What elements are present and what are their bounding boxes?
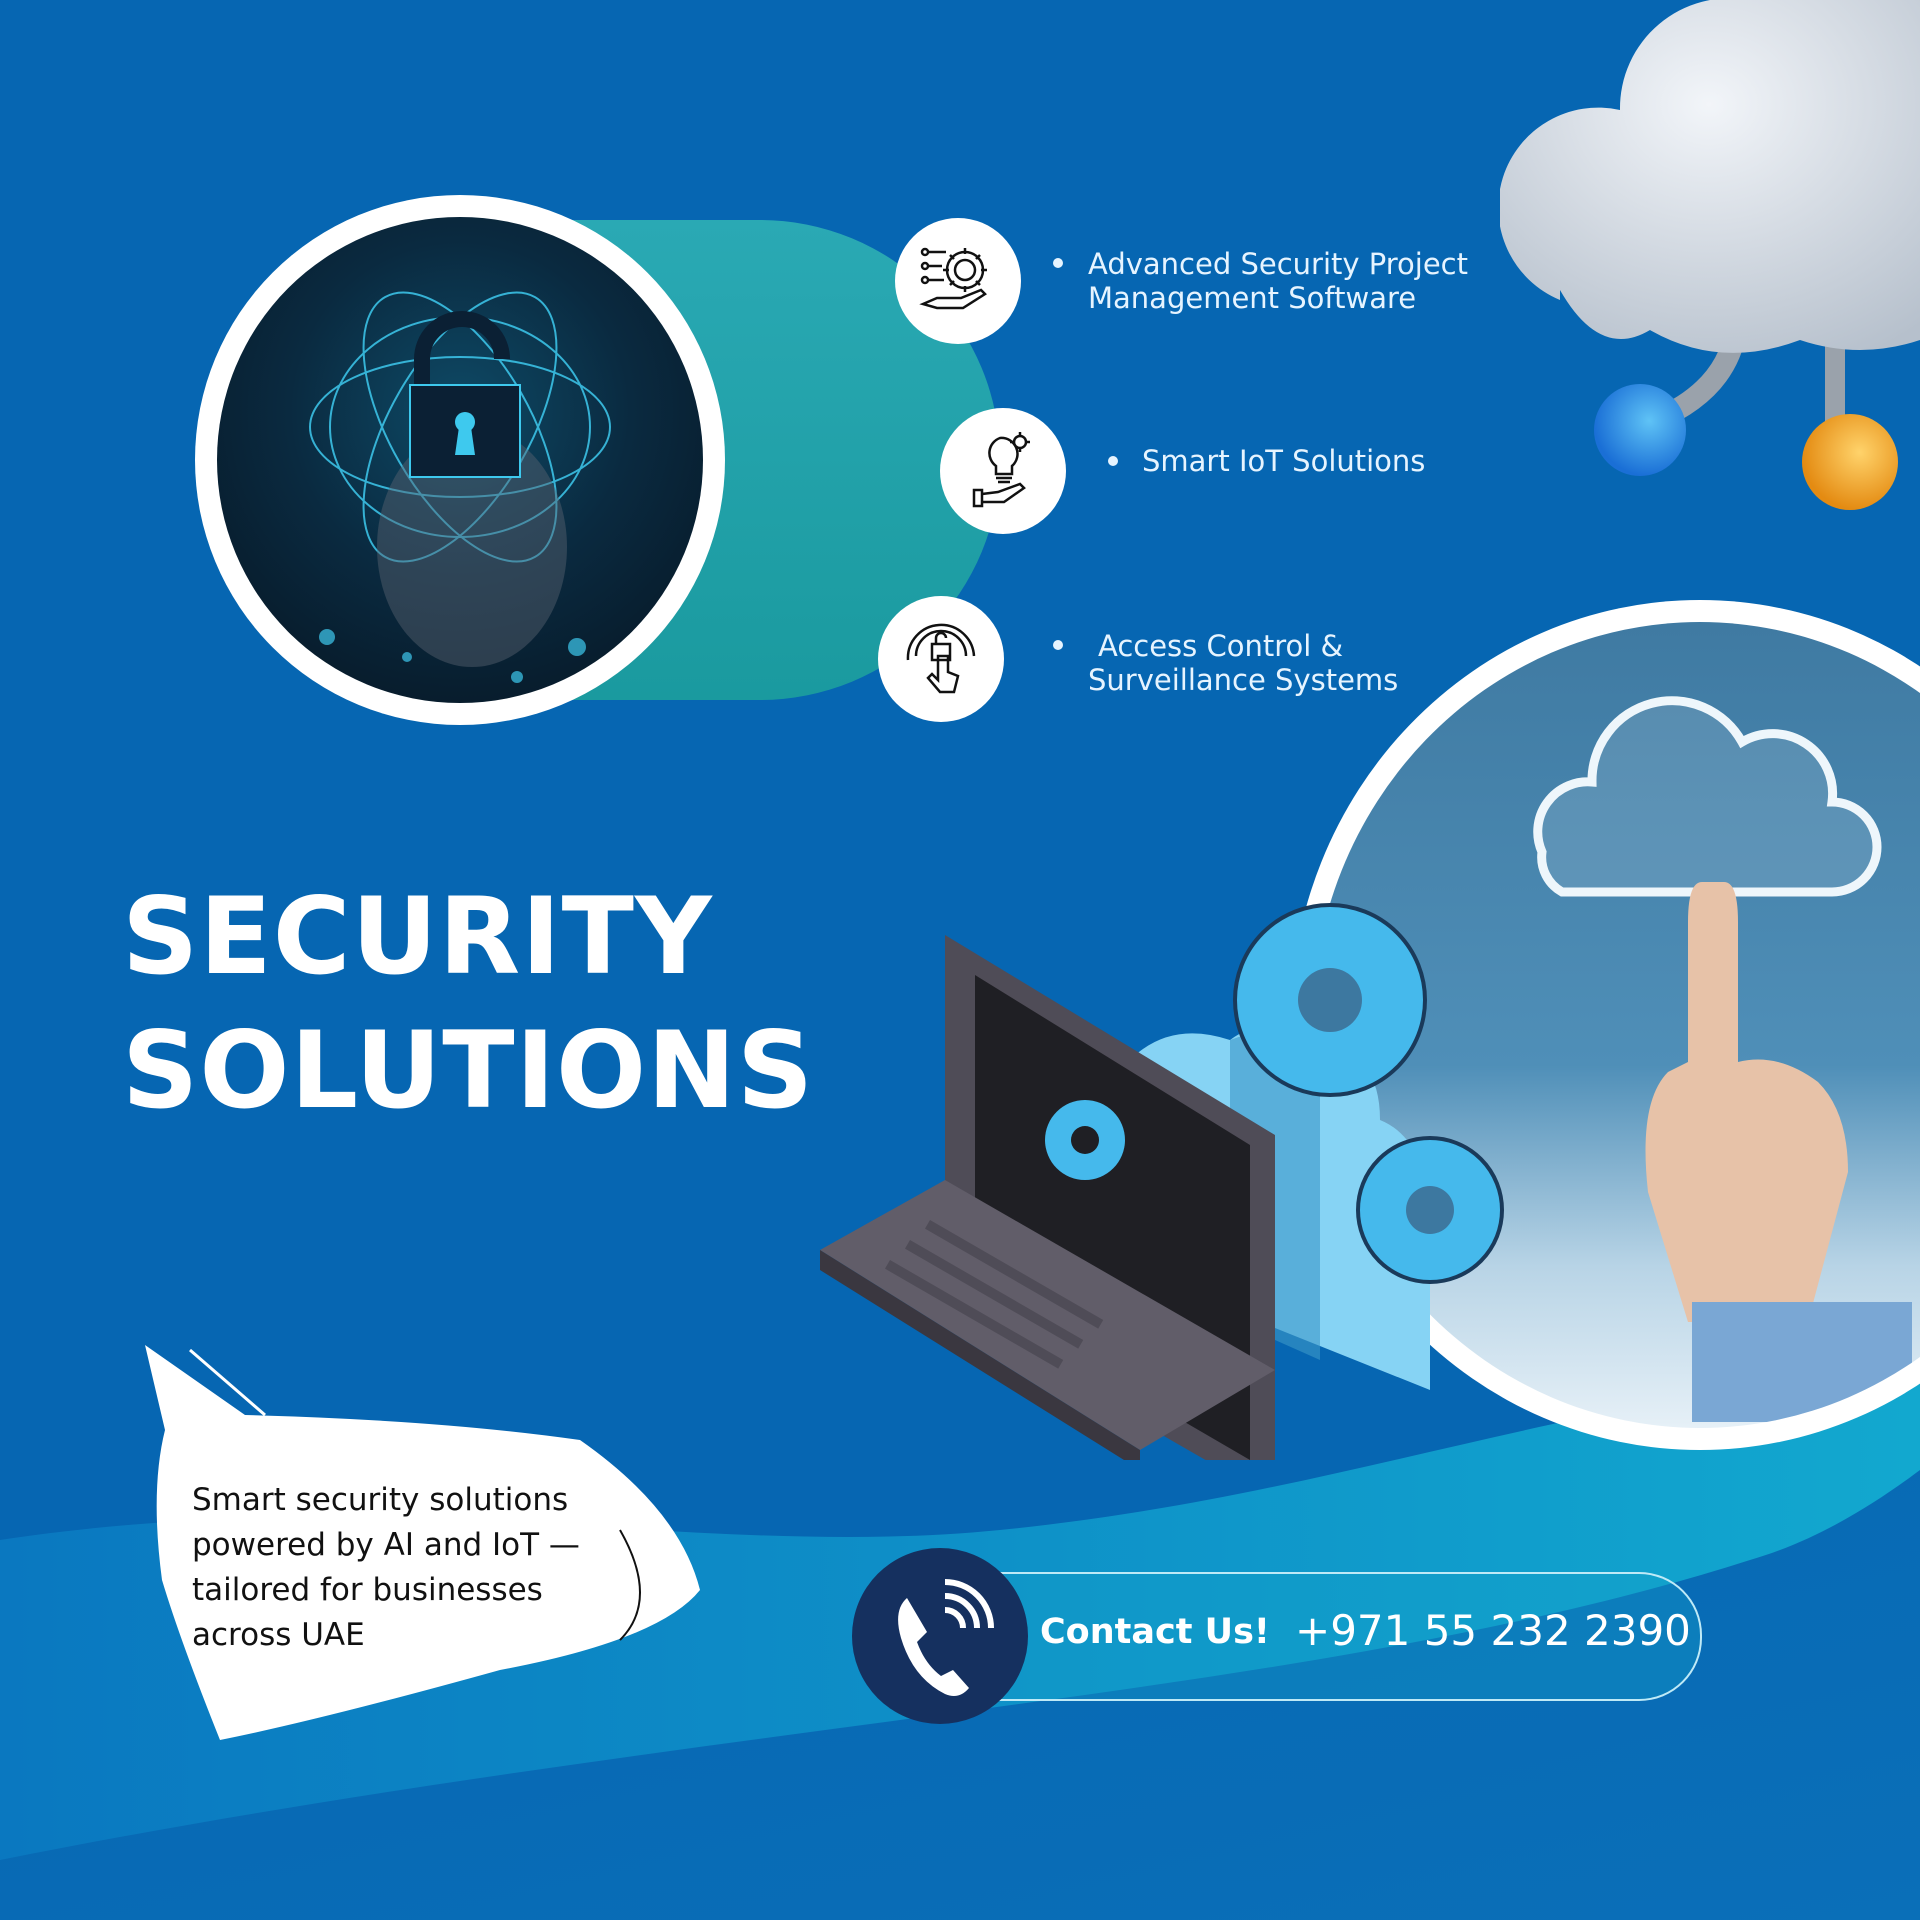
bullet-3 — [1053, 640, 1063, 650]
feature-icon-circle-1 — [895, 218, 1021, 344]
bullet-2 — [1108, 456, 1118, 466]
bubble-line-3: tailored for businesses — [192, 1572, 543, 1608]
lock-image-frame — [195, 195, 725, 725]
feature-2-text: Smart IoT Solutions — [1142, 444, 1425, 478]
phone-icon-circle[interactable] — [852, 1548, 1028, 1724]
feature-1-line2: Management Software — [1088, 281, 1417, 315]
feature-1-line1: Advanced Security Project — [1088, 247, 1468, 281]
page-title: SECURITY SOLUTIONS — [122, 870, 814, 1138]
contact-phone-number[interactable]: +971 55 232 2390 — [1295, 1606, 1691, 1655]
feature-3-text: Access Control & Surveillance Systems — [1088, 629, 1398, 697]
bubble-line-1: Smart security solutions — [192, 1482, 569, 1518]
contact-button[interactable] — [985, 1572, 1702, 1701]
feature-3-line1: Access Control & — [1098, 629, 1344, 663]
feature-icon-circle-2 — [940, 408, 1066, 534]
feature-1-text: Advanced Security Project Management Sof… — [1088, 247, 1468, 315]
padlock-hologram-image — [217, 217, 703, 703]
3d-cloud-nodes-image — [1500, 0, 1920, 510]
gear-hand-circuit-icon — [919, 247, 987, 310]
lightbulb-gear-hand-icon — [972, 432, 1030, 508]
contact-label: Contact Us! — [1040, 1612, 1270, 1652]
touch-lock-icon — [906, 623, 976, 694]
speech-bubble — [145, 1345, 700, 1740]
bubble-line-2: powered by AI and IoT — — [192, 1527, 580, 1563]
feature-3-line2: Surveillance Systems — [1088, 663, 1399, 697]
padlock-icon — [309, 291, 611, 683]
bubble-line-4: across UAE — [192, 1617, 365, 1653]
isometric-laptop-cloud-gears-image — [820, 903, 1504, 1460]
title-line2: SOLUTIONS — [122, 1009, 815, 1132]
title-line1: SECURITY — [122, 875, 713, 998]
cloud-outline-icon — [1533, 696, 1912, 1422]
bullet-1 — [1053, 258, 1063, 268]
feature-icon-circle-3 — [878, 596, 1004, 722]
bubble-text: Smart security solutions powered by AI a… — [192, 1478, 632, 1658]
phone-icon — [898, 1579, 994, 1696]
feature-2-line1: Smart IoT Solutions — [1142, 444, 1426, 478]
